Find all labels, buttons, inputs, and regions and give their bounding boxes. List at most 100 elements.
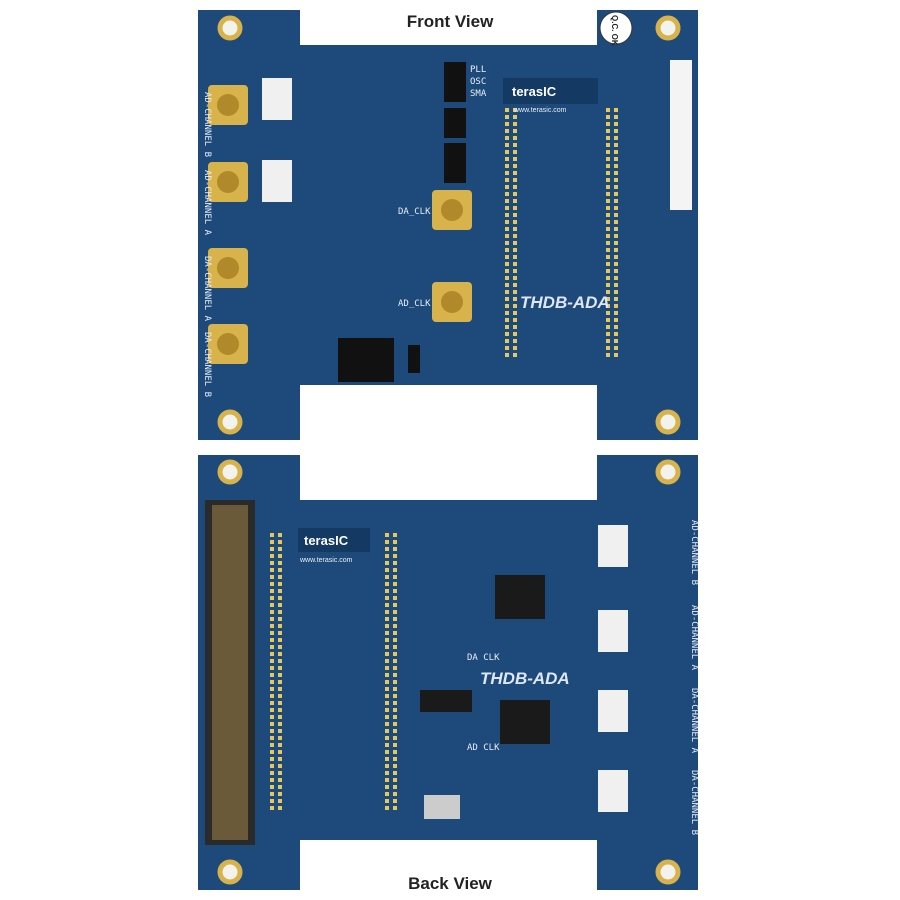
header-pad	[278, 561, 282, 565]
header-pad	[278, 652, 282, 656]
header-pad	[606, 199, 610, 203]
header-pad	[393, 806, 397, 810]
back-gpio-pads	[270, 533, 397, 810]
header-pad	[393, 701, 397, 705]
header-pad	[270, 743, 274, 747]
header-pad	[614, 283, 618, 287]
header-pad	[270, 533, 274, 537]
header-pad	[270, 736, 274, 740]
header-pad	[385, 729, 389, 733]
header-pad	[385, 596, 389, 600]
header-pad	[606, 108, 610, 112]
header-pad	[614, 220, 618, 224]
header-pad	[278, 589, 282, 593]
header-pad	[614, 143, 618, 147]
header-pad	[270, 596, 274, 600]
header-pad	[513, 290, 517, 294]
header-pad	[606, 269, 610, 273]
terasic-logo-area	[503, 78, 598, 104]
header-pad	[513, 108, 517, 112]
header-pad	[513, 185, 517, 189]
header-pad	[393, 785, 397, 789]
header-pad	[385, 631, 389, 635]
header-pad	[513, 192, 517, 196]
header-pad	[385, 533, 389, 537]
header-pad	[270, 673, 274, 677]
barcode-label	[670, 60, 692, 210]
header-pad	[505, 276, 509, 280]
header-pad	[393, 659, 397, 663]
header-pad	[513, 262, 517, 266]
header-pad	[270, 666, 274, 670]
header-pad	[505, 108, 509, 112]
header-pad	[385, 617, 389, 621]
header-pad	[393, 652, 397, 656]
header-pad	[270, 792, 274, 796]
header-pad	[614, 339, 618, 343]
header-pad	[385, 561, 389, 565]
header-pad	[270, 568, 274, 572]
header-pad	[270, 708, 274, 712]
header-pad	[614, 122, 618, 126]
header-pad	[385, 757, 389, 761]
back-pcb	[198, 455, 698, 890]
header-pad	[606, 157, 610, 161]
header-pad	[278, 806, 282, 810]
header-pad	[606, 290, 610, 294]
header-pad	[614, 311, 618, 315]
header-pad	[614, 332, 618, 336]
back-transformers	[598, 525, 628, 812]
header-pad	[278, 680, 282, 684]
header-pad	[505, 297, 509, 301]
back-ad-clk: AD CLK	[467, 743, 500, 753]
front-da-clk: DA_CLK	[398, 207, 431, 217]
header-pad	[270, 547, 274, 551]
header-pad	[278, 736, 282, 740]
header-pad	[385, 568, 389, 572]
header-pad	[385, 778, 389, 782]
jumper-headers	[338, 62, 466, 382]
header-pad	[513, 304, 517, 308]
header-pad	[513, 213, 517, 217]
header-pad	[505, 318, 509, 322]
header-pad	[614, 206, 618, 210]
header-pad	[393, 582, 397, 586]
header-pad	[614, 290, 618, 294]
header-pad	[270, 589, 274, 593]
header-pad	[606, 304, 610, 308]
header-pad	[393, 638, 397, 642]
header-pad	[393, 680, 397, 684]
header-pad	[606, 227, 610, 231]
header-pad	[278, 659, 282, 663]
header-pad	[614, 269, 618, 273]
header-pad	[606, 241, 610, 245]
header-pad	[385, 554, 389, 558]
header-pad	[606, 332, 610, 336]
header-pad	[513, 143, 517, 147]
header-pad	[513, 164, 517, 168]
header-pad	[270, 750, 274, 754]
header-pad	[278, 799, 282, 803]
header-pad	[513, 241, 517, 245]
header-pad	[513, 353, 517, 357]
gpio-header-pads	[505, 108, 618, 357]
header-pad	[614, 150, 618, 154]
header-pad	[606, 311, 610, 315]
header-pad	[278, 792, 282, 796]
header-pad	[606, 122, 610, 126]
header-pad	[393, 589, 397, 593]
header-pad	[393, 708, 397, 712]
header-pad	[270, 694, 274, 698]
header-pad	[393, 778, 397, 782]
header-pad	[614, 318, 618, 322]
header-pad	[393, 645, 397, 649]
header-pad	[513, 234, 517, 238]
back-terasic-logo-area	[298, 528, 370, 552]
header-pad	[606, 339, 610, 343]
header-pad	[278, 757, 282, 761]
header-pad	[278, 729, 282, 733]
header-pad	[393, 603, 397, 607]
header-pad	[614, 346, 618, 350]
header-pad	[505, 213, 509, 217]
header-pad	[606, 346, 610, 350]
